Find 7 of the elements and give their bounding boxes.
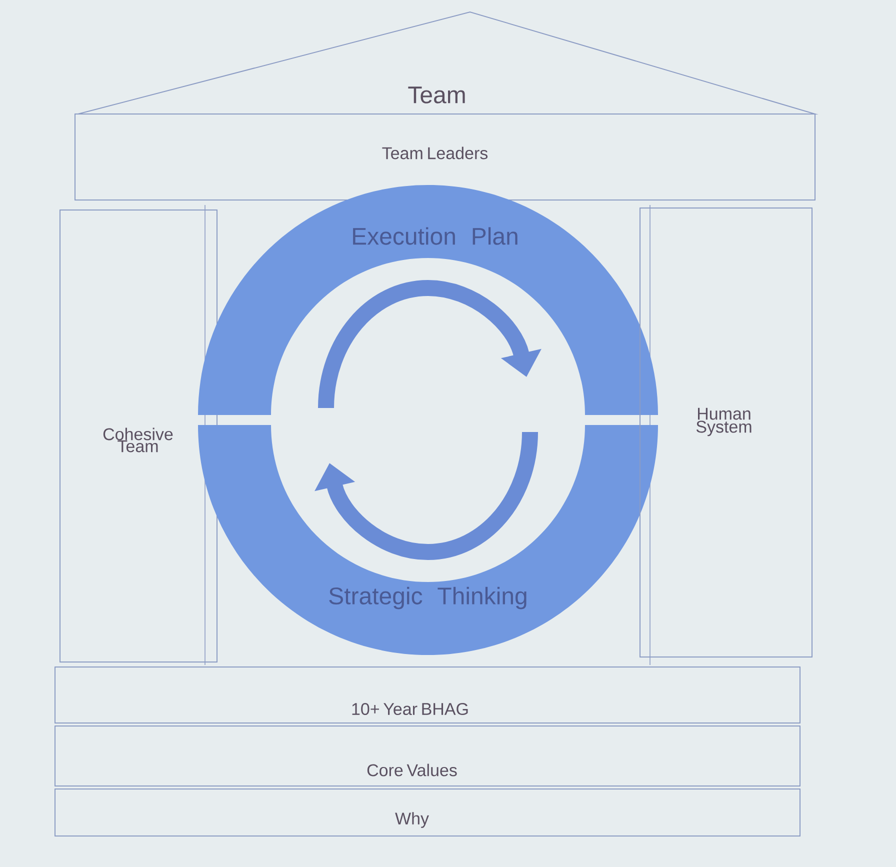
ring-segment: Strategic Thinking <box>198 425 658 655</box>
foundation-band: Why <box>54 788 800 836</box>
foundation-band: Core Values <box>54 726 800 786</box>
ring-segment: Execution Plan <box>198 185 658 415</box>
foundation-band: 10+ Year BHAG <box>54 666 800 724</box>
pillar-box: Human System <box>640 208 812 658</box>
header-band: Team Leaders <box>74 114 816 200</box>
